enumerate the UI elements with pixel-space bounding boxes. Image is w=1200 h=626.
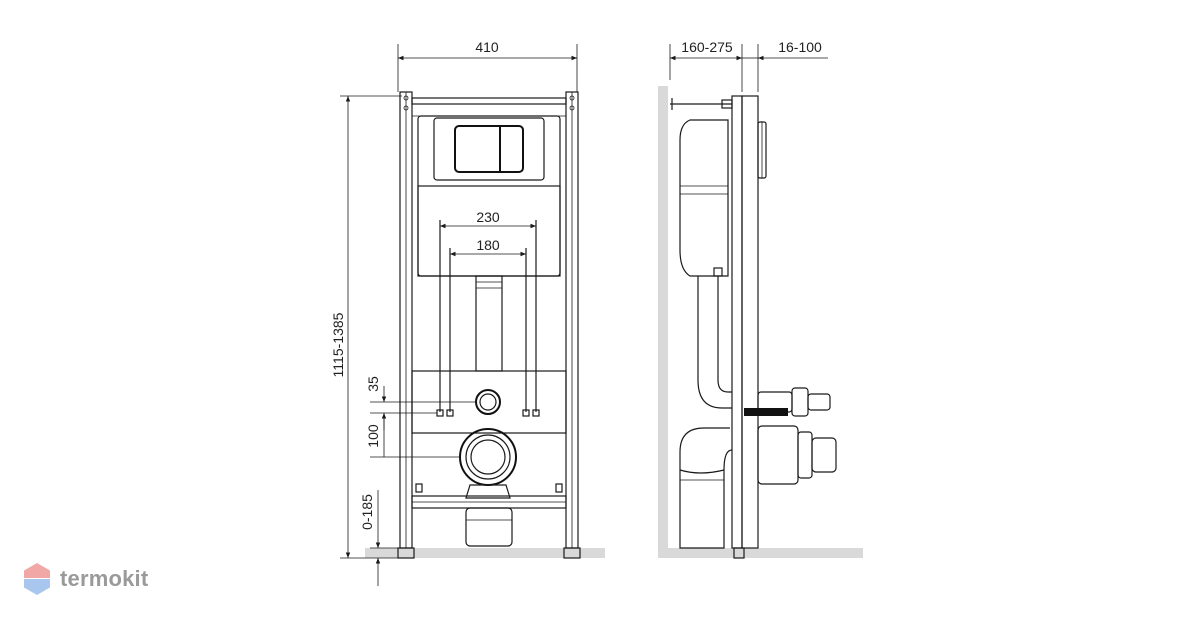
brand-name: termokit [60,566,149,591]
bolt-inner-label: 180 [476,237,500,253]
floor-range-label: 0-185 [359,494,375,530]
brand-logo: termokit [22,562,148,596]
wall-range-label: 16-100 [778,39,822,55]
offset-100-label: 100 [365,424,381,448]
frame-width-label: 410 [475,39,499,55]
front-view [365,91,605,559]
dim-frame-width: 410 [397,39,578,92]
dim-wall-range: 16-100 [742,39,828,92]
side-view [658,86,863,559]
dim-depth-range: 160-275 [669,39,743,92]
dim-offset-35: 35 [365,376,476,430]
depth-range-label: 160-275 [681,39,733,55]
dim-floor-range: 0-185 [359,490,398,586]
offset-35-label: 35 [365,376,381,392]
dim-bolt-outer: 230 [440,209,536,229]
hexagon-logo-icon [24,563,50,595]
dim-offset-100: 100 [365,413,460,458]
height-range-label: 1115-1385 [330,312,346,377]
dim-height-range: 1115-1385 [330,95,402,559]
dim-bolt-inner: 180 [450,237,526,257]
bolt-outer-label: 230 [476,209,500,225]
